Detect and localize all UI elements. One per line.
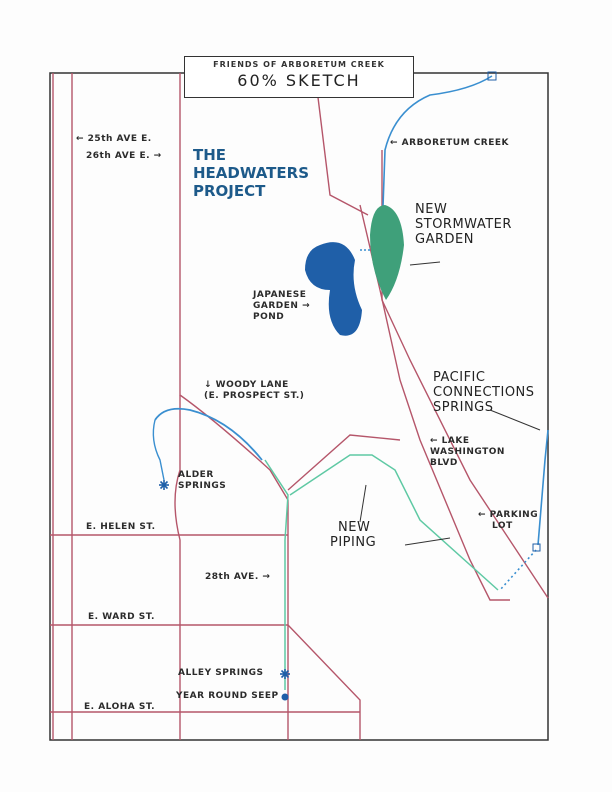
japanese-garden-pond — [305, 242, 362, 336]
label-line: PACIFIC — [433, 370, 486, 385]
label-line: BLVD — [430, 458, 458, 468]
label-e-ward-st: E. WARD ST. — [88, 612, 155, 622]
label-line: NEW — [415, 202, 448, 217]
pacific-springs-pipe — [499, 549, 537, 591]
label-28th-ave: 28th AVE. → — [205, 572, 271, 582]
alder-stream — [152, 419, 165, 481]
road-west — [174, 395, 181, 740]
label-line: POND — [253, 312, 285, 322]
org-name: FRIENDS OF ARBORETUM CREEK — [213, 60, 385, 69]
piping-arrow-2 — [404, 537, 451, 546]
label-parking-lot: ← PARKING LOT — [478, 510, 538, 532]
label-line: ALDER — [178, 470, 214, 480]
label-line: ← PARKING — [478, 510, 539, 520]
label-26th-ave: 26th AVE E. → — [86, 151, 162, 161]
project-title-line: PROJECT — [193, 182, 266, 200]
woody-lane-stream — [154, 407, 263, 461]
project-title: THE HEADWATERS PROJECT — [193, 146, 309, 200]
label-line: CONNECTIONS — [433, 385, 535, 400]
label-line: WASHINGTON — [430, 447, 505, 457]
sketch-title: 60% SKETCH — [237, 71, 361, 90]
label-arboretum-creek: ← ARBORETUM CREEK — [390, 138, 510, 148]
label-pacific-connections-springs: PACIFIC CONNECTIONS SPRINGS — [433, 370, 535, 415]
pacific-arrow — [489, 409, 541, 431]
label-line: SPRINGS — [178, 481, 227, 491]
garden-arrow — [409, 261, 441, 266]
label-line: ← LAKE — [430, 436, 470, 446]
label-alder-springs: ALDER SPRINGS — [178, 470, 226, 492]
outfall-marker — [487, 71, 497, 81]
label-alley-springs: ALLEY SPRINGS — [178, 668, 264, 678]
road-connector — [287, 434, 401, 491]
label-e-helen-st: E. HELEN ST. — [86, 522, 156, 532]
label-line: JAPANESE — [253, 290, 307, 300]
label-line: GARDEN — [415, 232, 474, 247]
label-lake-washington-blvd: ← LAKE WASHINGTON BLVD — [430, 436, 505, 469]
pacific-springs-stream — [537, 429, 549, 546]
project-title-line: HEADWATERS — [193, 164, 310, 182]
label-line: (E. PROSPECT ST.) — [204, 391, 305, 401]
year-round-seep-dot — [281, 693, 289, 701]
road-alley — [287, 624, 361, 740]
label-25th-ave: ← 25th AVE E. — [76, 134, 152, 144]
new-piping — [264, 454, 499, 690]
label-year-round-seep: YEAR ROUND SEEP — [176, 691, 279, 701]
project-title-line: THE — [193, 146, 227, 164]
label-japanese-garden-pond: JAPANESE GARDEN → POND — [253, 290, 310, 323]
label-line: ↓ WOODY LANE — [204, 380, 289, 390]
piping-arrow-1 — [359, 484, 367, 523]
alder-springs-star-icon — [159, 480, 169, 490]
label-new-piping: NEW PIPING — [330, 520, 376, 550]
alley-springs-star-icon — [280, 669, 290, 679]
road-woody-lane — [179, 73, 289, 740]
title-box: FRIENDS OF ARBORETUM CREEK 60% SKETCH — [184, 56, 414, 98]
label-line: SPRINGS — [433, 400, 494, 415]
new-piping-main — [289, 454, 499, 591]
road-arboretum-north — [314, 72, 369, 216]
label-stormwater-garden: NEW STORMWATER GARDEN — [415, 202, 512, 247]
label-e-aloha-st: E. ALOHA ST. — [84, 702, 156, 712]
road-parking-lot — [359, 204, 510, 601]
inlet-marker — [532, 543, 541, 552]
label-line: PIPING — [330, 535, 377, 550]
label-woody-lane: ↓ WOODY LANE (E. PROSPECT ST.) — [204, 380, 304, 402]
label-line: STORMWATER — [415, 217, 512, 232]
label-line: LOT — [492, 521, 513, 531]
new-piping-south — [264, 459, 289, 690]
arboretum-creek — [381, 75, 493, 236]
stormwater-garden — [370, 205, 404, 300]
label-line: GARDEN → — [253, 301, 311, 311]
roads — [50, 72, 549, 740]
label-line: NEW — [338, 520, 371, 535]
